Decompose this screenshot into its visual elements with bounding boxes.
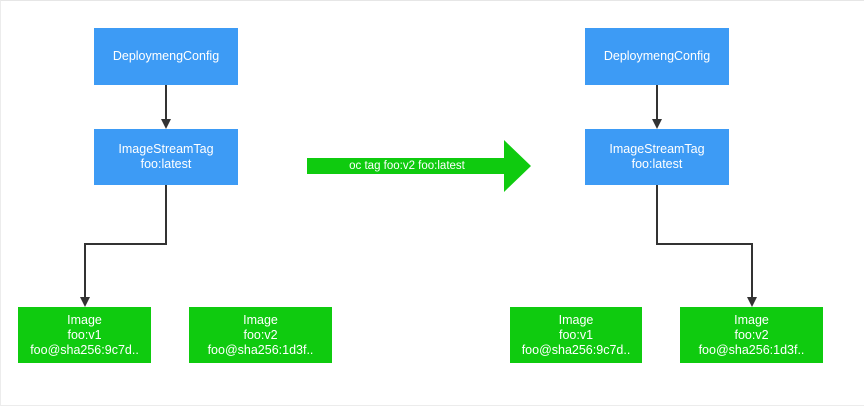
oc-tag-arrow: [307, 140, 531, 192]
left-deployment-config-label: DeploymengConfig: [112, 49, 220, 63]
left-image-v1-tag: foo:v1: [67, 327, 102, 342]
left-image-stream-tag-ref: foo:latest: [140, 157, 192, 171]
right-dc-to-ist-arrowhead: [652, 119, 662, 129]
right-deployment-config-label: DeploymengConfig: [603, 49, 711, 63]
left-image-v2-title: Image: [243, 312, 278, 327]
left-image-stream-tag-label: ImageStreamTag: [118, 142, 214, 156]
left-image-stream-tag-node: ImageStreamTag foo:latest: [94, 129, 238, 185]
right-ist-to-image-v2-arrowhead: [747, 297, 757, 307]
left-deployment-config-node: DeploymengConfig: [94, 28, 238, 85]
left-image-v2-digest: foo@sha256:1d3f..: [207, 342, 314, 357]
oc-tag-arrow-label: oc tag foo:v2 foo:latest: [349, 160, 465, 172]
right-image-stream-tag-label: ImageStreamTag: [609, 142, 705, 156]
right-image-v1-tag: foo:v1: [558, 327, 594, 342]
right-image-v2-tag: foo:v2: [734, 327, 769, 342]
left-image-v1-node: Image foo:v1 foo@sha256:9c7d..: [18, 307, 151, 363]
right-image-stream-tag-node: ImageStreamTag foo:latest: [585, 129, 729, 185]
left-image-v2-tag: foo:v2: [243, 327, 278, 342]
right-image-v2-digest: foo@sha256:1d3f..: [698, 342, 805, 357]
left-image-v1-digest: foo@sha256:9c7d..: [30, 342, 139, 357]
right-deployment-config-node: DeploymengConfig: [585, 28, 729, 85]
left-image-v2-node: Image foo:v2 foo@sha256:1d3f..: [189, 307, 332, 363]
left-ist-to-image-v1-arrowhead: [80, 297, 90, 307]
left-image-v1-title: Image: [67, 312, 102, 327]
right-image-v2-node: Image foo:v2 foo@sha256:1d3f..: [680, 307, 823, 363]
left-dc-to-ist-arrowhead: [161, 119, 171, 129]
right-image-v2-title: Image: [734, 312, 769, 327]
right-ist-to-image-v2-connector: [656, 185, 753, 299]
right-image-stream-tag-ref: foo:latest: [631, 157, 683, 171]
right-image-v1-node: Image foo:v1 foo@sha256:9c7d..: [510, 307, 642, 363]
right-image-v1-digest: foo@sha256:9c7d..: [521, 342, 631, 357]
right-image-v1-title: Image: [558, 312, 594, 327]
left-ist-to-image-v1-connector: [84, 185, 167, 299]
